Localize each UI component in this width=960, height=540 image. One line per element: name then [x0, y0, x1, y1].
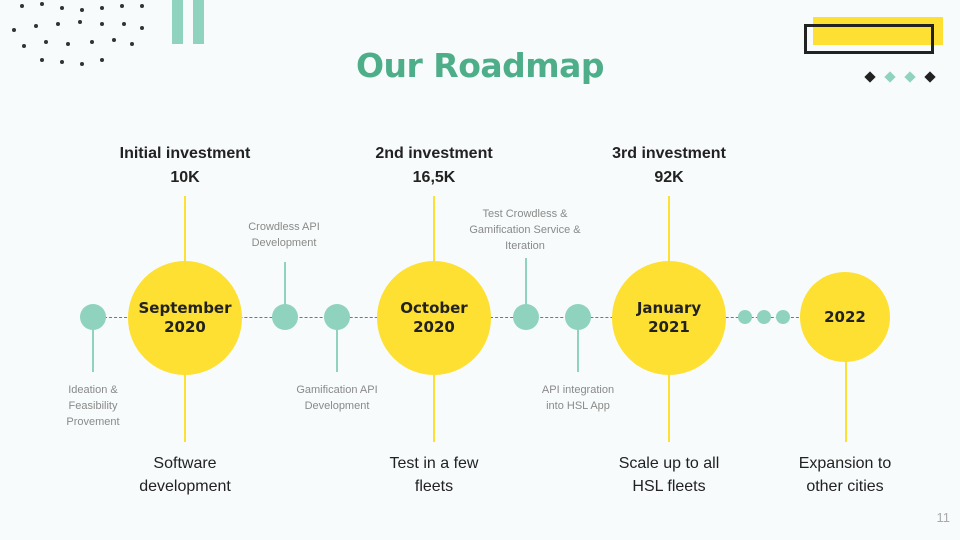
decorative-yellow-block — [813, 17, 943, 45]
description-line: fleets — [414, 478, 454, 495]
circle-year: 2022 — [824, 307, 866, 326]
ellipsis-marker — [757, 310, 771, 324]
step-label: Gamification API Development — [267, 382, 407, 414]
step-label: Test Crowdless & Gamification Service & … — [445, 206, 605, 254]
step-label-line: Test Crowdless & — [482, 208, 568, 220]
heading-amount: 10K — [170, 169, 200, 186]
description-line: other cities — [806, 478, 884, 495]
step-label-line: into HSL App — [546, 400, 610, 412]
step-label-line: Ideation & — [68, 384, 118, 396]
connector-line — [525, 258, 527, 317]
milestone-heading: 2nd investment 16,5K — [334, 142, 534, 190]
heading-line: 3rd investment — [612, 145, 726, 162]
description-line: Software — [153, 455, 217, 472]
circle-year: 2021 — [648, 318, 690, 336]
milestone-circle: September 2020 — [128, 261, 242, 375]
heading-amount: 16,5K — [412, 169, 456, 186]
page-title: Our Roadmap — [355, 46, 605, 85]
circle-month: January — [636, 299, 702, 317]
connector-line — [92, 317, 94, 372]
decorative-bar-right — [193, 0, 204, 44]
connector-line — [577, 317, 579, 372]
step-marker — [80, 304, 106, 330]
step-label-line: Gamification Service & — [469, 224, 581, 236]
heading-amount: 92K — [654, 169, 684, 186]
step-label-line: Iteration — [505, 240, 545, 252]
description-line: Expansion to — [798, 455, 892, 472]
description-line: Test in a few — [389, 455, 479, 472]
description-line: development — [139, 478, 231, 495]
circle-year: 2020 — [413, 318, 455, 336]
circle-month: September — [138, 299, 232, 317]
decorative-dot-pattern — [0, 0, 160, 75]
milestone-heading: Initial investment 10K — [85, 142, 285, 190]
milestone-description: Scale up to all HSL fleets — [589, 452, 749, 498]
step-label: API integration into HSL App — [508, 382, 648, 414]
connector-line — [336, 317, 338, 372]
step-marker — [513, 304, 539, 330]
connector-line — [284, 262, 286, 317]
milestone-circle: January 2021 — [612, 261, 726, 375]
heading-line: Initial investment — [119, 145, 251, 162]
step-label-line: Crowdless API — [248, 221, 320, 233]
step-label-line: API integration — [541, 384, 615, 396]
heading-line: 2nd investment — [375, 145, 493, 162]
step-label-line: Feasibility — [68, 400, 118, 412]
step-label-line: Provement — [66, 416, 120, 428]
step-label-line: Gamification API — [296, 384, 378, 396]
milestone-description: Software development — [105, 452, 265, 498]
page-number: 11 — [936, 510, 951, 525]
connector-line — [845, 317, 847, 442]
decorative-frame — [804, 24, 934, 54]
description-line: Scale up to all — [618, 455, 720, 472]
step-marker — [565, 304, 591, 330]
milestone-circle: October 2020 — [377, 261, 491, 375]
decorative-bar-left — [172, 0, 183, 44]
step-marker — [324, 304, 350, 330]
ellipsis-marker — [776, 310, 790, 324]
step-label-line: Development — [251, 237, 317, 249]
step-label-line: Development — [304, 400, 370, 412]
circle-month: October — [400, 299, 468, 317]
step-label: Ideation & Feasibility Provement — [23, 382, 163, 430]
milestone-description: Test in a few fleets — [354, 452, 514, 498]
milestone-circle: 2022 — [800, 272, 890, 362]
step-marker — [272, 304, 298, 330]
milestone-heading: 3rd investment 92K — [569, 142, 769, 190]
circle-year: 2020 — [164, 318, 206, 336]
ellipsis-marker — [738, 310, 752, 324]
milestone-description: Expansion to other cities — [765, 452, 925, 498]
step-label: Crowdless API Development — [214, 219, 354, 251]
description-line: HSL fleets — [632, 478, 706, 495]
